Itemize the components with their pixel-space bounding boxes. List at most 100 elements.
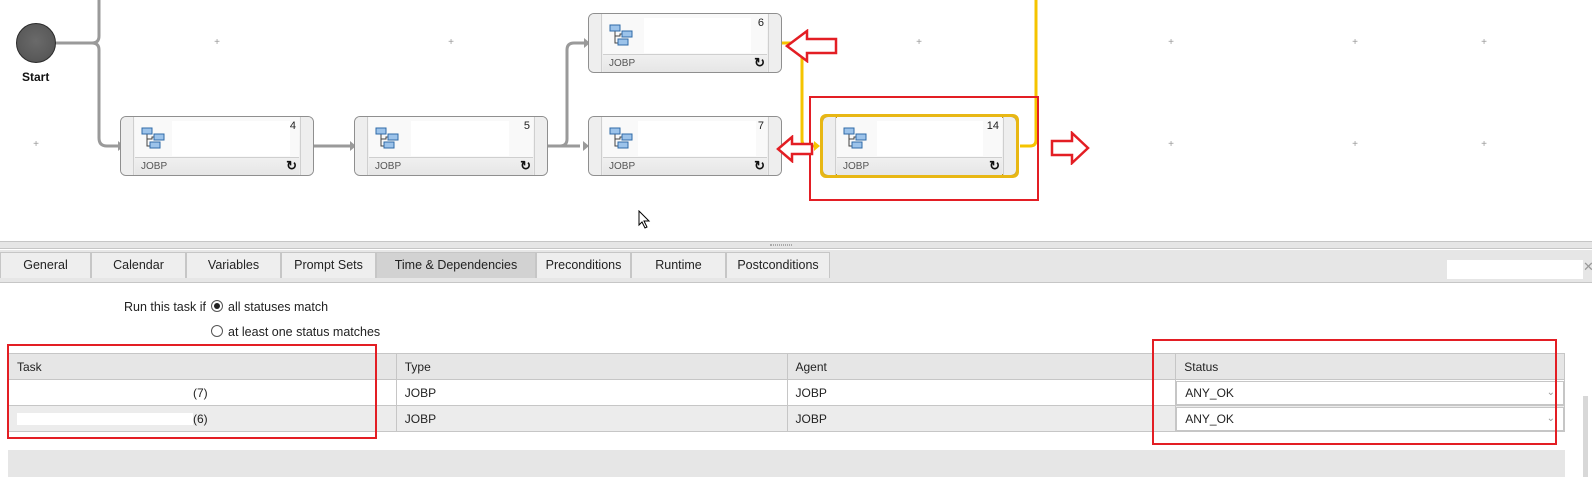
run-condition-label: Run this task if xyxy=(124,300,206,314)
tab-preconditions[interactable]: Preconditions xyxy=(536,252,631,278)
time-dependencies-panel: Run this task if all statuses match at l… xyxy=(0,284,1592,477)
grid-marker: + xyxy=(1352,139,1358,150)
chevron-down-icon[interactable]: ⌄ xyxy=(1546,386,1555,398)
node-body: 4 xyxy=(135,117,299,158)
node-type: JOBP xyxy=(375,161,402,172)
status-cell: ANY_OK ⌄ xyxy=(1175,405,1565,432)
node-type: JOBP xyxy=(141,161,168,172)
node-body: 6 xyxy=(603,14,767,55)
column-header-agent[interactable]: Agent xyxy=(786,353,1177,380)
node-left-strip xyxy=(355,117,368,175)
node-number: 4 xyxy=(289,120,296,132)
tab-postconditions[interactable]: Postconditions xyxy=(726,252,830,278)
status-dropdown[interactable]: ANY_OK ⌄ xyxy=(1176,380,1564,405)
radio-all-statuses-match[interactable] xyxy=(211,300,223,312)
rerun-icon[interactable]: ↻ xyxy=(754,55,765,70)
close-icon[interactable]: ✕ xyxy=(1583,259,1592,274)
workflow-jobp-icon xyxy=(375,127,399,149)
node-left-strip xyxy=(589,14,602,72)
grid-marker: + xyxy=(1168,139,1174,150)
status-value: ANY_OK xyxy=(1185,385,1234,400)
panel-splitter[interactable] xyxy=(0,241,1592,249)
tab-prompt-sets[interactable]: Prompt Sets xyxy=(281,252,376,278)
node-name-redacted xyxy=(411,121,509,156)
task-name-redacted xyxy=(17,413,193,426)
tab-calendar[interactable]: Calendar xyxy=(91,252,186,278)
node-right-strip xyxy=(300,117,313,175)
task-name-redacted xyxy=(17,387,193,400)
dependencies-table: Task Type Agent Status (7) JOBP JOBP ANY… xyxy=(8,353,1565,432)
grid-marker: + xyxy=(1168,37,1174,48)
grid-marker: + xyxy=(1352,37,1358,48)
node-number: 5 xyxy=(523,120,530,132)
splitter-grip-icon xyxy=(770,244,792,246)
tab-variables[interactable]: Variables xyxy=(186,252,281,278)
grid-marker: + xyxy=(448,37,454,48)
table-row[interactable]: (6) JOBP JOBP ANY_OK ⌄ xyxy=(8,405,1565,432)
workflow-node-4[interactable]: 4 JOBP ↻ xyxy=(120,116,314,176)
column-header-type[interactable]: Type xyxy=(395,353,788,380)
agent-cell: JOBP xyxy=(786,405,1177,432)
vertical-scrollbar[interactable] xyxy=(1583,396,1588,477)
table-footer-bar xyxy=(8,450,1565,477)
agent-cell: JOBP xyxy=(786,379,1177,406)
node-left-strip xyxy=(823,117,836,175)
node-body: 5 xyxy=(369,117,533,158)
grid-marker: + xyxy=(214,37,220,48)
task-ref: (6) xyxy=(193,411,208,426)
workflow-jobp-icon xyxy=(843,127,867,149)
node-name-redacted xyxy=(877,121,983,156)
properties-tabbar: General Calendar Variables Prompt Sets T… xyxy=(0,250,1592,283)
grid-marker: + xyxy=(1481,139,1487,150)
node-left-strip xyxy=(121,117,134,175)
radio-at-least-one-status[interactable] xyxy=(211,325,223,337)
workflow-node-7[interactable]: 7 JOBP ↻ xyxy=(588,116,782,176)
rerun-icon[interactable]: ↻ xyxy=(989,158,1000,173)
rerun-icon[interactable]: ↻ xyxy=(754,158,765,173)
workflow-node-6[interactable]: 6 JOBP ↻ xyxy=(588,13,782,73)
start-label: Start xyxy=(22,70,50,84)
node-footer: JOBP ↻ xyxy=(837,157,1002,175)
table-row[interactable]: (7) JOBP JOBP ANY_OK ⌄ xyxy=(8,379,1565,406)
column-header-task[interactable]: Task xyxy=(8,353,397,380)
status-value: ANY_OK xyxy=(1185,411,1234,426)
node-type: JOBP xyxy=(609,58,636,69)
task-cell: (6) xyxy=(8,405,397,432)
node-type: JOBP xyxy=(609,161,636,172)
tab-search-input[interactable] xyxy=(1447,260,1583,279)
workflow-jobp-icon xyxy=(609,127,633,149)
node-right-strip xyxy=(768,14,781,72)
node-footer: JOBP ↻ xyxy=(369,157,533,175)
node-left-strip xyxy=(589,117,602,175)
node-name-redacted xyxy=(172,121,290,156)
node-number: 6 xyxy=(757,17,764,29)
workflow-canvas[interactable]: + + + + + + + + + + Start 4 JOBP ↻ xyxy=(0,0,1592,243)
node-right-strip xyxy=(768,117,781,175)
workflow-jobp-icon xyxy=(609,24,633,46)
annotation-arrow-left-icon xyxy=(776,135,814,163)
annotation-arrow-left-icon xyxy=(785,29,838,63)
node-body: 14 xyxy=(837,117,1002,158)
workflow-node-5[interactable]: 5 JOBP ↻ xyxy=(354,116,548,176)
mouse-cursor-icon xyxy=(638,210,651,229)
node-body: 7 xyxy=(603,117,767,158)
node-footer: JOBP ↻ xyxy=(603,157,767,175)
workflow-jobp-icon xyxy=(141,127,165,149)
tab-time-dependencies[interactable]: Time & Dependencies xyxy=(376,252,536,278)
tab-runtime[interactable]: Runtime xyxy=(631,252,726,278)
radio-label-at-least-one: at least one status matches xyxy=(228,325,381,339)
node-right-strip xyxy=(1003,117,1016,175)
status-cell: ANY_OK ⌄ xyxy=(1175,379,1565,406)
status-dropdown[interactable]: ANY_OK ⌄ xyxy=(1176,406,1564,431)
chevron-down-icon[interactable]: ⌄ xyxy=(1546,412,1555,424)
rerun-icon[interactable]: ↻ xyxy=(520,158,531,173)
grid-marker: + xyxy=(916,37,922,48)
rerun-icon[interactable]: ↻ xyxy=(286,158,297,173)
tab-general[interactable]: General xyxy=(0,252,91,278)
column-header-status[interactable]: Status xyxy=(1175,353,1565,380)
workflow-node-14-selected[interactable]: 14 JOBP ↻ xyxy=(820,114,1019,178)
node-name-redacted xyxy=(638,121,756,156)
annotation-arrow-right-icon xyxy=(1050,131,1090,165)
node-type: JOBP xyxy=(843,161,870,172)
start-node[interactable] xyxy=(16,23,56,63)
